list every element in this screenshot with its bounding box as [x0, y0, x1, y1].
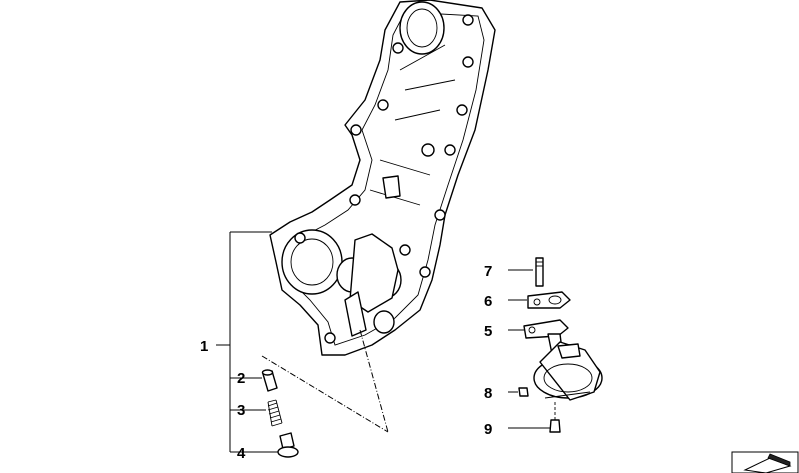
- callout-3: 3: [237, 402, 245, 419]
- plug-screw: [277, 432, 299, 458]
- assembly-lines: [261, 329, 389, 433]
- gasket: [508, 291, 571, 309]
- callout-5: 5: [484, 323, 492, 340]
- hex-nut: [508, 387, 529, 397]
- relief-piston: [261, 369, 278, 392]
- callout-1: 1: [200, 338, 208, 355]
- bolt: [508, 402, 561, 433]
- callout-labels: 1 2 3 4 5 6 7 8 9: [200, 263, 492, 462]
- callout-4: 4: [237, 445, 246, 462]
- leader-group-1: [216, 231, 282, 453]
- timing-case-cover: [269, 0, 496, 356]
- callout-6: 6: [484, 293, 492, 310]
- callout-9: 9: [484, 421, 492, 438]
- compression-spring: [267, 399, 283, 427]
- callout-2: 2: [237, 370, 245, 387]
- callout-7: 7: [484, 263, 492, 280]
- oil-strainer: [508, 319, 603, 401]
- page-turn-icon: [731, 451, 799, 473]
- callout-8: 8: [484, 385, 492, 402]
- stud: [508, 257, 544, 287]
